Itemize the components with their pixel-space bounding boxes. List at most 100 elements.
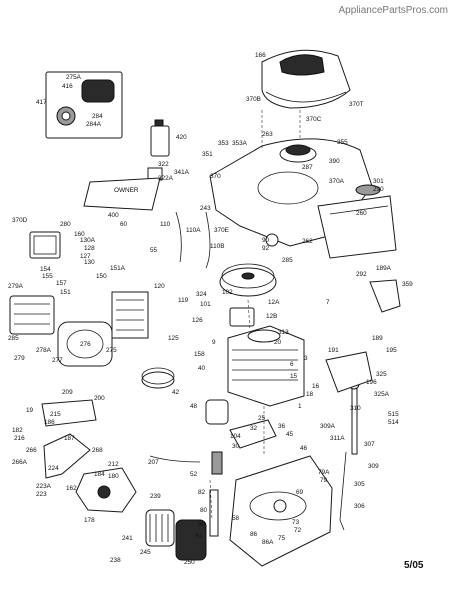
callout-370c: 370C	[306, 116, 322, 123]
flywheel-part	[219, 233, 279, 297]
cylinder-head-part	[111, 291, 149, 339]
callout-322: 322	[158, 161, 169, 168]
callout-306: 306	[354, 503, 365, 510]
callout-110a: 110A	[186, 227, 201, 234]
callout-370a: 370A	[329, 178, 345, 185]
callout-223: 223	[36, 491, 47, 498]
callout-186: 186	[44, 419, 55, 426]
callout-310: 310	[350, 405, 361, 412]
callout-79: 79	[320, 477, 328, 484]
callout-73: 73	[292, 519, 300, 526]
callout-187: 187	[64, 435, 75, 442]
callout-157: 157	[56, 280, 67, 287]
callout-58: 58	[232, 515, 240, 522]
callout-1: 1	[298, 403, 302, 410]
callout-268: 268	[92, 447, 103, 454]
callout-46: 46	[300, 445, 308, 452]
callout-12b: 12B	[266, 313, 277, 320]
callout-275a: 275A	[66, 74, 82, 81]
callout-420: 420	[176, 134, 187, 141]
callout-7: 7	[326, 299, 330, 306]
wire-110-part	[175, 211, 182, 263]
callout-162: 162	[66, 485, 77, 492]
callout-351: 351	[202, 151, 213, 158]
callout-196: 196	[366, 379, 377, 386]
callout-355: 355	[337, 139, 348, 146]
callout-32: 32	[250, 425, 258, 432]
callout-285: 285	[282, 257, 293, 264]
callout-263: 263	[262, 131, 273, 138]
callout-309: 309	[368, 463, 379, 470]
callout-245: 245	[140, 549, 151, 556]
callout-52: 52	[190, 471, 198, 478]
callout-75: 75	[278, 535, 286, 542]
callout-370t: 370T	[349, 101, 364, 108]
callout-305: 305	[354, 481, 365, 488]
callout-277: 277	[52, 357, 63, 364]
callout-166: 166	[255, 52, 266, 59]
callout-200: 200	[94, 395, 105, 402]
callout-36: 36	[278, 423, 286, 430]
callout-189: 189	[372, 335, 383, 342]
callout-6: 6	[290, 361, 294, 368]
air-filter-element-part	[145, 509, 175, 547]
callout-287: 287	[302, 164, 313, 171]
callout-301: 301	[373, 178, 384, 185]
callout-216: 216	[14, 435, 25, 442]
callout-20: 20	[274, 339, 282, 346]
callout-86: 86	[250, 531, 258, 538]
callout-191: 191	[328, 347, 339, 354]
callout-279a: 279A	[8, 283, 24, 290]
breather-plate-part	[29, 231, 61, 259]
callout-150: 150	[96, 273, 107, 280]
callout-30: 30	[232, 443, 240, 450]
callout-400: 400	[108, 212, 119, 219]
callout-69: 69	[296, 489, 304, 496]
callout-284: 284	[92, 113, 103, 120]
oil-bottle-part	[150, 119, 170, 157]
callout-353: 353	[218, 140, 229, 147]
callout-207: 207	[148, 459, 159, 466]
callout-275: 275	[106, 347, 117, 354]
callout-72: 72	[294, 527, 302, 534]
piston-part	[141, 367, 229, 425]
callout-184: 184	[94, 471, 105, 478]
callout-158: 158	[194, 351, 205, 358]
callout-353a: 353A	[232, 140, 248, 147]
callout-514: 514	[388, 419, 399, 426]
callout-50: 50	[198, 521, 206, 528]
callout-417: 417	[36, 99, 47, 106]
callout-151a: 151A	[110, 265, 126, 272]
callout-16: 16	[312, 383, 320, 390]
callout-104: 104	[230, 433, 241, 440]
callout-262: 262	[302, 238, 313, 245]
sump-cover-part	[229, 455, 333, 567]
callout-151: 151	[60, 289, 71, 296]
callout-515: 515	[388, 411, 399, 418]
callout-126: 126	[192, 317, 203, 324]
callout-120: 120	[154, 283, 165, 290]
cylinder-block-part	[227, 325, 305, 407]
callout-215: 215	[50, 411, 61, 418]
shroud-top-part	[261, 49, 351, 109]
wire-110b-part	[205, 211, 211, 269]
callout-260: 260	[356, 210, 367, 217]
callout-79a: 79A	[318, 469, 330, 476]
callout-250: 250	[184, 559, 195, 566]
callout-60: 60	[120, 221, 128, 228]
callout-9: 9	[212, 339, 216, 346]
callout-309a: 309A	[320, 423, 336, 430]
callout-labels: 166 370B 370C 370T 263 355 390 287 370A …	[8, 52, 413, 566]
svg-text:OWNER: OWNER	[114, 187, 139, 194]
callout-178: 178	[84, 517, 95, 524]
muffler-part	[9, 295, 113, 367]
callout-3: 3	[304, 355, 308, 362]
callout-325a: 325A	[374, 391, 390, 398]
callout-42: 42	[172, 389, 180, 396]
callout-125: 125	[168, 335, 179, 342]
callout-322a: 322A	[158, 175, 174, 182]
callout-55: 55	[150, 247, 158, 254]
callout-25: 25	[258, 415, 266, 422]
callout-266a: 266A	[12, 459, 28, 466]
callout-40: 40	[198, 365, 206, 372]
